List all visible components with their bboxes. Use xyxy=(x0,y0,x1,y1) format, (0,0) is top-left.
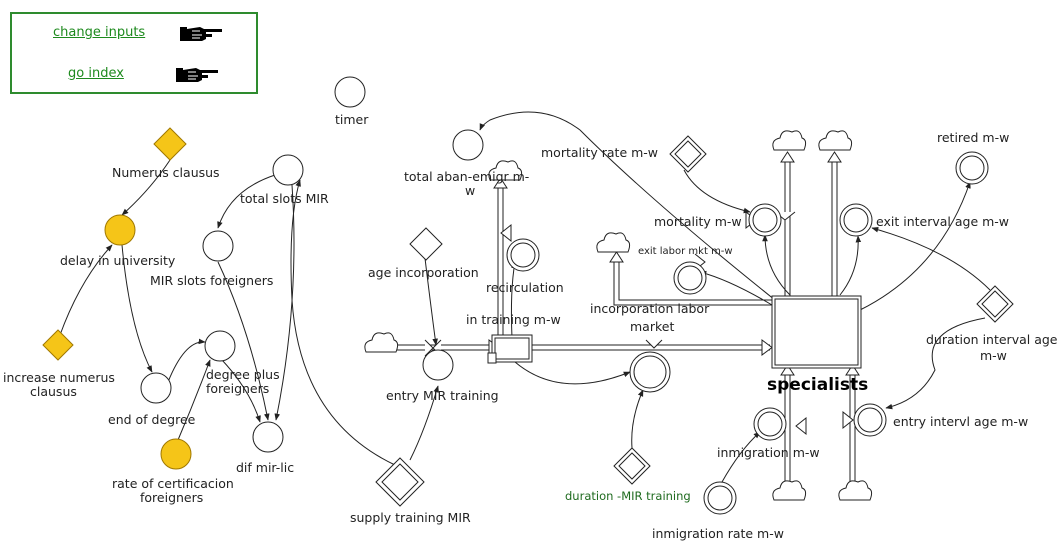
inmigration-rate-label: inmigration rate m-w xyxy=(652,526,784,541)
link-delay-to-end xyxy=(121,244,153,373)
exit-labor-mkt-label: exit labor mkt m-w xyxy=(638,246,733,257)
age-incorporation-label: age incorporation xyxy=(368,265,479,280)
end-of-degree-node[interactable] xyxy=(140,372,172,404)
numerus-clausus-label: Numerus clausus xyxy=(112,165,220,180)
duration-mir-training-label: duration -MIR training xyxy=(565,489,691,503)
increase-numerus-input[interactable] xyxy=(42,329,74,361)
in-training-label: in training m-w xyxy=(466,312,561,327)
exit-interval-age-flow[interactable] xyxy=(839,203,873,237)
retired-flow[interactable] xyxy=(955,151,989,185)
retired-label: retired m-w xyxy=(937,130,1009,145)
link-supply-to-total xyxy=(290,179,396,466)
cloud-sink-icon xyxy=(488,160,523,181)
stock-in-training[interactable] xyxy=(487,334,533,364)
increase-numerus-label-line1: increase numerus xyxy=(3,370,115,385)
recirculation-flow[interactable] xyxy=(506,238,540,272)
total-aban-emigr-node[interactable] xyxy=(452,129,484,161)
mir-slots-foreigners-label: MIR slots foreigners xyxy=(150,273,273,288)
age-incorporation-param[interactable] xyxy=(409,227,443,261)
degree-plus-foreigners-node[interactable] xyxy=(204,330,236,362)
duration-mir-training-param[interactable] xyxy=(613,447,651,485)
link-inmigrate-to-inmigration xyxy=(721,431,761,483)
link-durinterval-to-entry xyxy=(885,317,986,410)
link-mortrate-to-mortality xyxy=(683,169,751,214)
degree-plus-label-line2: foreigners xyxy=(206,381,269,396)
entry-mir-training-label: entry MIR training xyxy=(386,388,499,403)
stock-marker-icon xyxy=(487,352,497,364)
total-aban-emigr-label-line1: total aban-emigr m- xyxy=(404,169,529,184)
supply-training-mir-param[interactable] xyxy=(375,457,425,507)
timer-label: timer xyxy=(335,112,369,127)
increase-numerus-label-line2: clausus xyxy=(30,384,77,399)
stock-specialists[interactable] xyxy=(771,295,862,369)
recirculation-label: recirculation xyxy=(486,280,564,295)
link-age-to-entry xyxy=(423,249,438,346)
inmigration-rate-flow[interactable] xyxy=(703,481,737,515)
incorporation-labor-market-flow[interactable] xyxy=(629,351,671,393)
link-numerus-to-delay xyxy=(121,159,171,216)
duration-interval-age-param[interactable] xyxy=(976,285,1014,323)
inmigration-label: inmigration m-w xyxy=(717,445,820,460)
link-degreeplus-to-dif xyxy=(221,359,261,423)
cloud-sink-icon xyxy=(818,130,853,151)
link-increase-to-delay xyxy=(59,244,113,336)
total-aban-emigr-label-line2: w xyxy=(465,183,475,198)
pointing-hand-icon[interactable] xyxy=(178,23,226,45)
entry-intervl-age-label: entry intervl age m-w xyxy=(893,414,1028,429)
supply-training-mir-label: supply training MIR xyxy=(350,510,471,525)
dif-mir-lic-label: dif mir-lic xyxy=(236,460,294,475)
exit-interval-age-label: exit interval age m-w xyxy=(876,214,1009,229)
cloud-sink-icon xyxy=(772,130,807,151)
rate-certification-label-line1: rate of certificacion xyxy=(112,476,234,491)
timer-node[interactable] xyxy=(334,76,366,108)
exit-labor-mkt-flow[interactable] xyxy=(673,261,707,295)
delay-in-university-label: delay in university xyxy=(60,253,176,268)
total-slots-mir-label: total slots MIR xyxy=(240,191,329,206)
dif-mir-lic-node[interactable] xyxy=(252,421,284,453)
mortality-rate-param[interactable] xyxy=(669,135,707,173)
duration-interval-age-label-line1: duration interval age xyxy=(926,332,1057,347)
link-duration-to-incorp xyxy=(631,389,644,449)
incorporation-labor-label-line2: market xyxy=(630,319,674,334)
pointing-hand-icon[interactable] xyxy=(174,64,222,86)
cloud-source-icon xyxy=(364,332,399,353)
inmigration-flow[interactable] xyxy=(753,407,787,441)
duration-interval-age-label-line2: m-w xyxy=(980,348,1007,363)
link-mirslots-to-dif xyxy=(217,261,270,421)
link-specialists-to-retired xyxy=(859,181,971,311)
end-of-degree-label: end of degree xyxy=(108,412,196,427)
mortality-label: mortality m-w xyxy=(654,214,742,229)
mir-slots-foreigners-node[interactable] xyxy=(202,230,234,262)
mortality-rate-label: mortality rate m-w xyxy=(541,145,658,160)
cloud-source-icon xyxy=(838,480,873,501)
link-supply-to-entry xyxy=(409,385,439,461)
link-specialists-to-aban xyxy=(479,111,776,301)
incorporation-labor-label-line1: incorporation labor xyxy=(590,301,710,316)
rate-certification-input[interactable] xyxy=(160,438,192,470)
degree-plus-label-line1: degree plus xyxy=(206,367,280,382)
entry-intervl-age-flow[interactable] xyxy=(853,403,887,437)
cloud-source-icon xyxy=(772,480,807,501)
link-end-to-degreeplus xyxy=(167,338,206,383)
specialists-label: specialists xyxy=(767,375,868,395)
entry-mir-training-node[interactable] xyxy=(422,349,454,381)
link-durinterval-to-exitinterval xyxy=(871,227,991,291)
link-specialists-to-exitinterval xyxy=(839,235,862,296)
rate-certification-label-line2: foreigners xyxy=(140,490,203,505)
link-total-to-dif xyxy=(274,184,295,421)
cloud-sink-icon xyxy=(596,232,631,253)
numerus-clausus-input[interactable] xyxy=(153,127,187,161)
link-training-to-incorp xyxy=(514,361,631,385)
go-index-link[interactable]: go index xyxy=(68,66,124,81)
total-slots-mir-node[interactable] xyxy=(272,154,304,186)
link-total-to-mirslots xyxy=(217,174,276,229)
delay-in-university-node[interactable] xyxy=(104,214,136,246)
navigation-panel: change inputs go index xyxy=(10,12,258,94)
link-specialists-to-mortality xyxy=(762,234,791,296)
link-rate-to-degreeplus xyxy=(177,359,211,441)
change-inputs-link[interactable]: change inputs xyxy=(53,25,146,40)
mortality-flow[interactable] xyxy=(748,203,782,237)
